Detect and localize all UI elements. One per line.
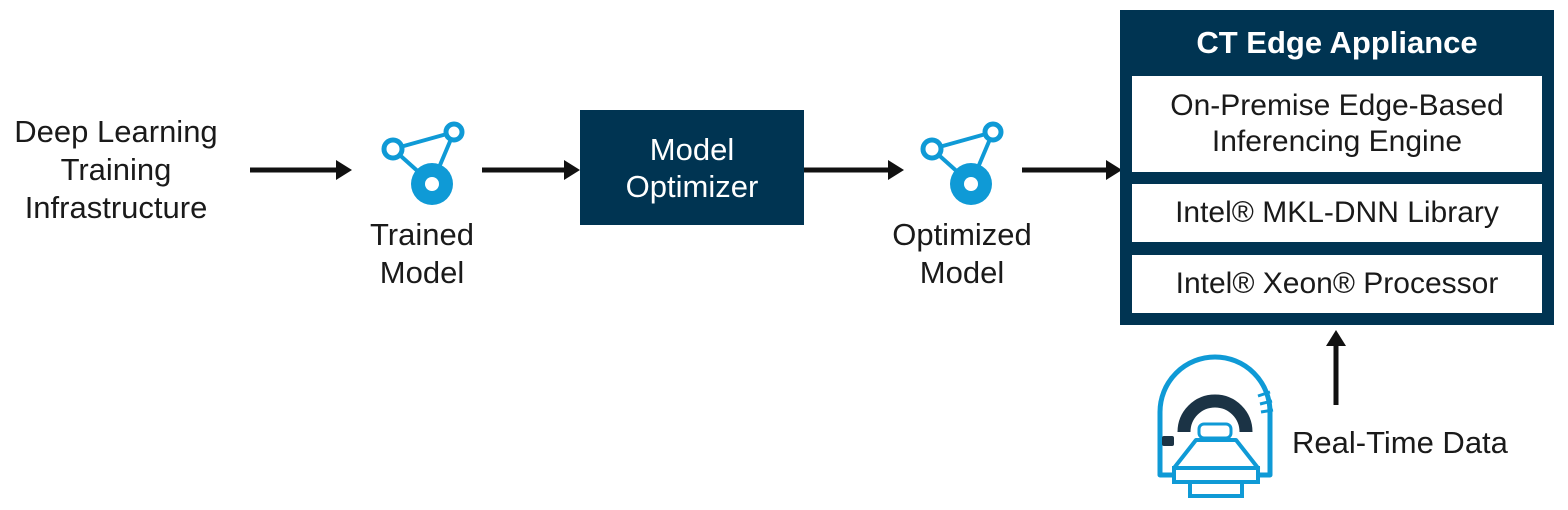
optimizer-label-line: Optimizer bbox=[625, 168, 759, 204]
arrow-realtime-to-appliance bbox=[1326, 330, 1346, 405]
training-infrastructure-label: Deep Learning Training Infrastructure bbox=[0, 113, 232, 227]
optimized-model-label: Optimized Model bbox=[872, 216, 1052, 292]
arrow-optimizer-to-optimized bbox=[804, 160, 904, 180]
label-line: Model bbox=[379, 255, 465, 290]
arrow-trained-to-optimizer bbox=[482, 160, 580, 180]
label-line: Infrastructure bbox=[24, 190, 208, 225]
optimizer-label-line: Model bbox=[649, 131, 735, 167]
inferencing-engine-layer: On-Premise Edge-Based Inferencing Engine bbox=[1132, 76, 1542, 172]
layer-line: Intel® MKL-DNN Library bbox=[1175, 196, 1499, 229]
label-line: Model bbox=[919, 255, 1005, 290]
appliance-title: CT Edge Appliance bbox=[1196, 25, 1478, 60]
ct-edge-appliance-box: CT Edge Appliance On-Premise Edge-Based … bbox=[1120, 10, 1554, 325]
neural-network-icon bbox=[381, 121, 465, 205]
layer-line: Inferencing Engine bbox=[1211, 125, 1463, 158]
layer-line: Intel® Xeon® Processor bbox=[1175, 267, 1499, 300]
arrow-optimized-to-appliance bbox=[1022, 160, 1122, 180]
layer-line: On-Premise Edge-Based bbox=[1170, 89, 1504, 122]
neural-network-icon bbox=[920, 121, 1004, 205]
real-time-data-label: Real-Time Data bbox=[1292, 425, 1508, 460]
trained-model-label: Trained Model bbox=[342, 216, 502, 292]
label-line: Trained bbox=[370, 217, 474, 252]
arrow-source-to-trained bbox=[250, 160, 352, 180]
xeon-processor-layer: Intel® Xeon® Processor bbox=[1132, 255, 1542, 313]
model-optimizer-box: Model Optimizer bbox=[580, 110, 804, 225]
mkl-dnn-library-layer: Intel® MKL-DNN Library bbox=[1132, 184, 1542, 242]
label-line: Training bbox=[60, 152, 172, 187]
label-line: Optimized bbox=[892, 217, 1032, 252]
ct-scanner-icon bbox=[1157, 354, 1274, 498]
label-line: Deep Learning bbox=[14, 114, 218, 149]
